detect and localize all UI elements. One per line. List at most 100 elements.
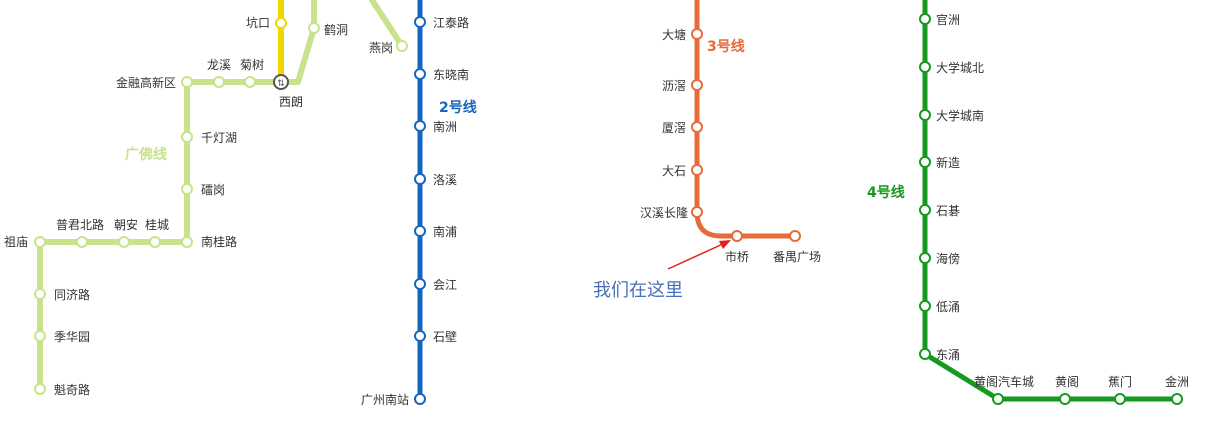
station-label-huangge: 黄阁 <box>1055 375 1079 389</box>
station-label-jiangtailu: 江泰路 <box>433 15 469 30</box>
station-label-pujunbeilu: 普君北路 <box>56 217 104 232</box>
station-label-hanxichanglong: 汉溪长隆 <box>640 205 688 220</box>
station-chaoan[interactable] <box>118 236 130 248</box>
you-are-here-annotation: 我们在这里 <box>593 240 731 301</box>
station-label-shiqi: 石碁 <box>936 204 960 218</box>
line-2: 江泰路 东晓南 南洲 洛溪 南浦 会江 石壁 广州南站 2号线 <box>361 0 477 407</box>
station-jiaomen[interactable] <box>1114 393 1126 405</box>
station-label-xilang: 西朗 <box>279 95 303 109</box>
station-nanguilu[interactable] <box>181 236 193 248</box>
station-panyuguangchang[interactable] <box>789 230 801 242</box>
guangfo-line-name: 广佛线 <box>125 146 167 163</box>
station-dongxiaonan[interactable] <box>414 68 426 80</box>
station-label-lijiao: 沥滘 <box>662 79 686 93</box>
station-label-dashi: 大石 <box>662 164 686 178</box>
line-3: 大塘 沥滘 厦滘 大石 汉溪长隆 市桥 番禺广场 3号线 <box>640 0 821 264</box>
arrowhead-icon <box>719 240 731 249</box>
station-qiandenghu[interactable] <box>181 131 193 143</box>
station-label-chaoan: 朝安 <box>114 217 138 232</box>
station-huijiang[interactable] <box>414 278 426 290</box>
station-shibi[interactable] <box>414 330 426 342</box>
station-pujunbeilu[interactable] <box>76 236 88 248</box>
station-label-yangang: 燕岗 <box>369 41 393 55</box>
station-daxuechengbei[interactable] <box>919 61 931 73</box>
station-label-guicheng: 桂城 <box>145 217 169 232</box>
station-label-xiajiao: 厦滘 <box>662 121 686 135</box>
station-guicheng[interactable] <box>149 236 161 248</box>
station-dichong[interactable] <box>919 300 931 312</box>
station-label-hedong: 鹤洞 <box>324 22 348 37</box>
station-label-daxuechengbei: 大学城北 <box>936 60 984 75</box>
station-kuiqilu[interactable] <box>34 383 46 395</box>
line-4-track <box>922 0 1180 402</box>
station-daxuechengnan[interactable] <box>919 109 931 121</box>
station-luoxi[interactable] <box>414 173 426 185</box>
station-xiajiao[interactable] <box>691 121 703 133</box>
station-label-nanzhou: 南洲 <box>433 119 457 134</box>
station-label-jinrong: 金融高新区 <box>116 75 176 90</box>
station-hanxichanglong[interactable] <box>691 206 703 218</box>
station-label-panyuguangchang: 番禺广场 <box>773 250 821 264</box>
interchange-icon: ⇅ <box>277 79 285 89</box>
interchange-xilang[interactable]: ⇅ 西朗 <box>273 74 303 109</box>
station-jihuayuan[interactable] <box>34 330 46 342</box>
station-nanpu[interactable] <box>414 225 426 237</box>
station-hedong[interactable] <box>308 22 320 34</box>
station-label-guanzhou: 官洲 <box>936 12 960 27</box>
arrow-icon <box>667 242 726 270</box>
station-label-dongxiaonan: 东晓南 <box>433 67 469 82</box>
station-label-huijiang: 会江 <box>433 278 457 292</box>
line-8: 燕岗 <box>369 0 408 55</box>
station-label-zumiao: 祖庙 <box>4 234 28 249</box>
station-label-tongjilu: 同济路 <box>54 287 90 302</box>
station-xilang[interactable] <box>273 74 289 90</box>
station-label-nanguilu: 南桂路 <box>201 234 237 249</box>
station-label-kengkou: 坑口 <box>246 15 270 30</box>
station-jushu[interactable] <box>244 76 256 88</box>
station-huangge-qiche[interactable] <box>992 393 1004 405</box>
station-label-haibang: 海傍 <box>936 251 960 266</box>
station-datang[interactable] <box>691 28 703 40</box>
station-jinrong[interactable] <box>181 76 193 88</box>
station-label-longxi: 龙溪 <box>207 58 231 72</box>
station-label-qiandenghu: 千灯湖 <box>201 130 237 145</box>
station-label-jinzhou: 金洲 <box>1165 374 1189 389</box>
station-dashi[interactable] <box>691 164 703 176</box>
station-jiangtailu[interactable] <box>414 16 426 28</box>
station-tongjilu[interactable] <box>34 288 46 300</box>
station-huangge[interactable] <box>1059 393 1071 405</box>
station-haibang[interactable] <box>919 252 931 264</box>
station-label-dichong: 低涌 <box>936 300 960 314</box>
station-label-jihuayuan: 季华园 <box>54 330 90 344</box>
station-label-shibi: 石壁 <box>433 329 457 344</box>
line-4-name: 4号线 <box>867 184 905 201</box>
station-nanzhou[interactable] <box>414 120 426 132</box>
guangfo-line: 鹤洞 金融高新区 龙溪 菊树 千灯湖 礌岗 南桂路 桂城 朝安 普君北路 祖庙 … <box>4 0 348 397</box>
line-2-name: 2号线 <box>439 99 477 116</box>
station-shiqi[interactable] <box>919 204 931 216</box>
station-dongchong[interactable] <box>919 348 931 360</box>
station-label-xinzao: 新造 <box>936 155 960 170</box>
station-label-luoxi: 洛溪 <box>433 172 457 187</box>
station-label-jiaomen: 蕉门 <box>1108 374 1132 389</box>
station-label-shiqiao: 市桥 <box>725 249 749 264</box>
station-zumiao[interactable] <box>34 236 46 248</box>
station-label-leigang: 礌岗 <box>201 183 225 197</box>
station-longxi[interactable] <box>213 76 225 88</box>
you-are-here-text: 我们在这里 <box>593 280 683 301</box>
station-kengkou[interactable] <box>275 17 287 29</box>
line-3-track <box>694 0 798 239</box>
station-shiqiao[interactable] <box>731 230 743 242</box>
station-guangzhounan[interactable] <box>414 393 426 405</box>
station-yangang[interactable] <box>396 40 408 52</box>
line-4: 官洲 大学城北 大学城南 新造 石碁 海傍 低涌 东涌 黄阁汽车城 黄阁 蕉门 … <box>867 0 1189 405</box>
station-lijiao[interactable] <box>691 79 703 91</box>
station-label-huangge-qiche: 黄阁汽车城 <box>974 374 1034 389</box>
station-label-datang: 大塘 <box>662 27 686 42</box>
station-xinzao[interactable] <box>919 156 931 168</box>
station-guanzhou[interactable] <box>919 13 931 25</box>
station-leigang[interactable] <box>181 183 193 195</box>
station-label-dongchong: 东涌 <box>936 348 960 362</box>
station-jinzhou[interactable] <box>1171 393 1183 405</box>
